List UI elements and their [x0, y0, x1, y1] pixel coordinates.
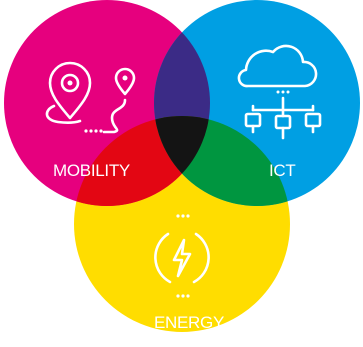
ict-energy-overlap: [154, 116, 290, 206]
energy-label: ENERGY: [154, 313, 224, 332]
ict-label: ICT: [269, 161, 295, 180]
lightning-cycle-icon: [154, 214, 210, 298]
map-pin-route-icon: [45, 61, 136, 134]
cloud-network-icon: [237, 44, 322, 140]
mobility-energy-overlap: [74, 116, 210, 206]
mobility-label: MOBILITY: [53, 161, 130, 180]
